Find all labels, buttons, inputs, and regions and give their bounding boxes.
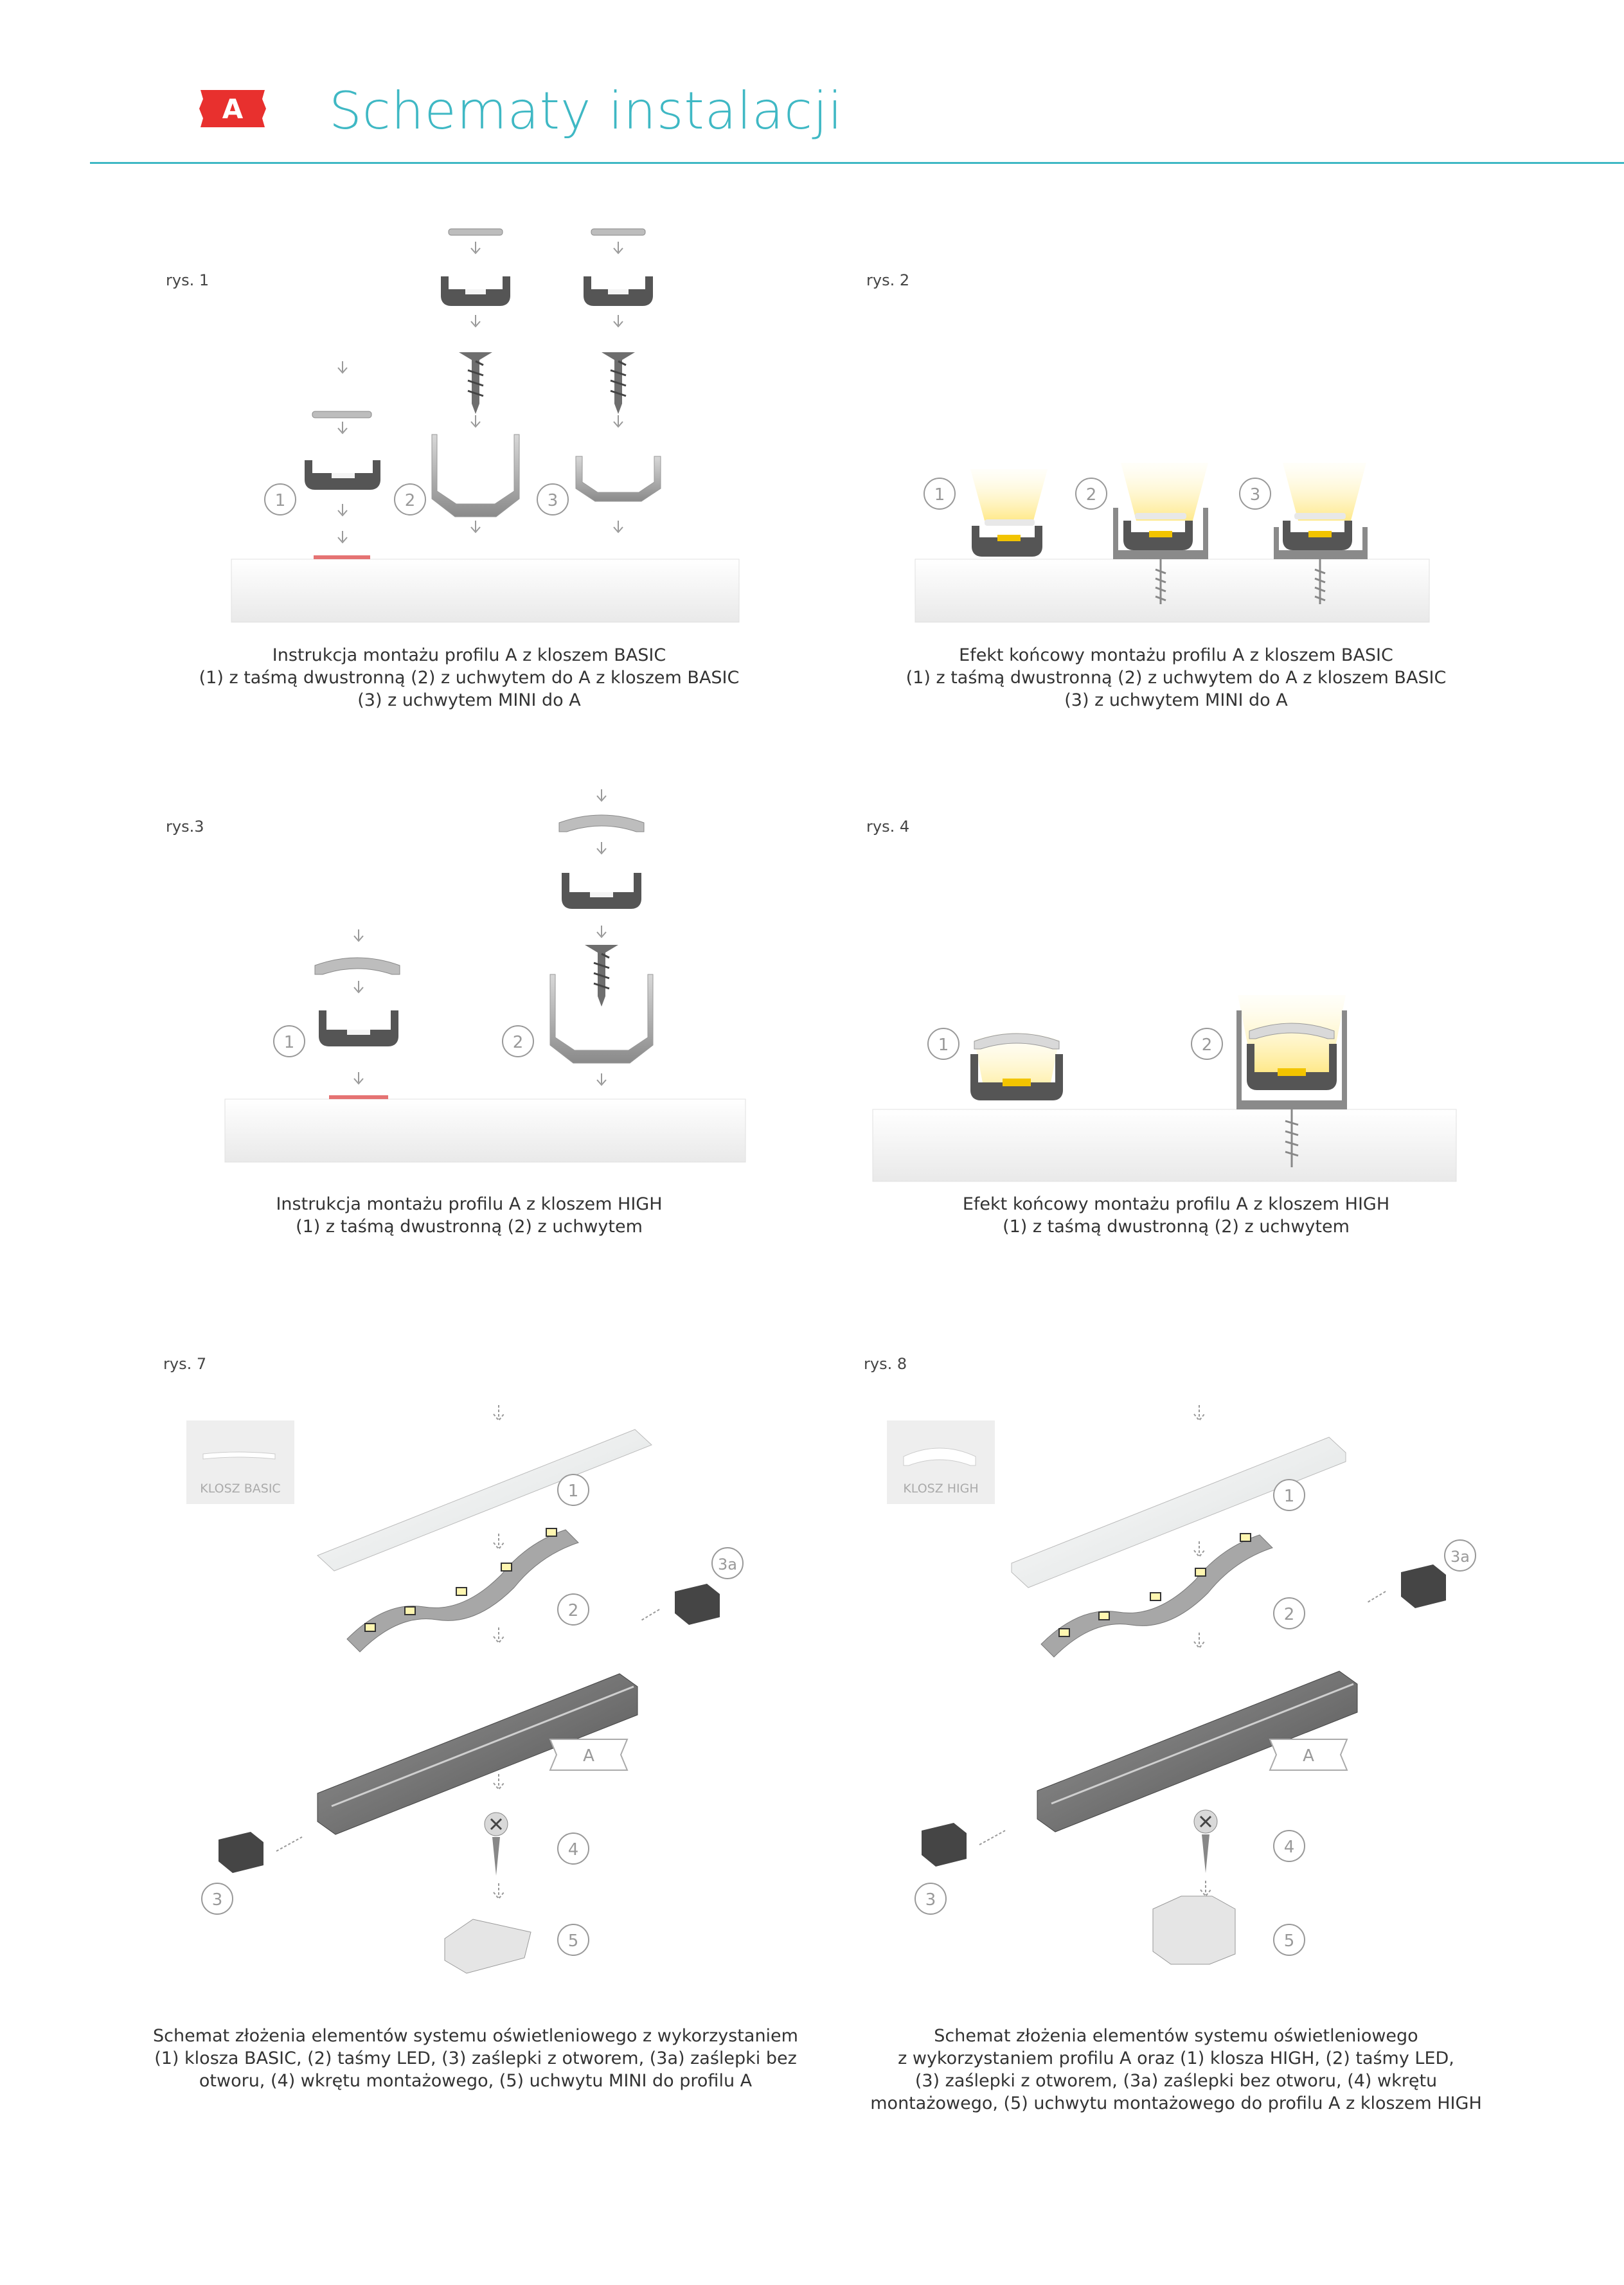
callout-1-text: 1 [1284, 1487, 1295, 1506]
cover-klosz [1011, 1437, 1346, 1588]
callout-2 [394, 483, 426, 515]
callout-1 [264, 483, 296, 515]
callout-2 [1075, 478, 1107, 510]
mounting-surface [915, 559, 1430, 623]
caption-rys1: Instrukcja montażu profilu A z kloszem B… [199, 645, 740, 710]
figure-label-rys1: rys. 1 [166, 271, 210, 289]
mounting-clip [444, 1919, 531, 1974]
callout-5-text: 5 [1284, 1931, 1295, 1951]
callout-3 [537, 483, 569, 515]
callout-2-text: 2 [513, 1033, 524, 1052]
cover-klosz [317, 1429, 652, 1572]
klosz-type-label: KLOSZ BASIC [200, 1482, 280, 1496]
figure-label-rys8: rys. 8 [864, 1355, 907, 1373]
callout-2-text: 2 [1284, 1605, 1295, 1624]
profile-1-installed [970, 469, 1048, 557]
caption-rys3: Instrukcja montażu profilu A z kloszem H… [276, 1194, 663, 1237]
callout-2-text: 2 [568, 1601, 579, 1620]
caption-rys8: Schemat złożenia elementów systemu oświe… [870, 2026, 1482, 2113]
callout-3 [1239, 478, 1271, 510]
mounting-surface [224, 1098, 746, 1163]
callout-3-text: 3 [925, 1890, 936, 1910]
callout-1 [273, 1025, 305, 1057]
callout-1 [927, 1028, 959, 1060]
klosz-type-label: KLOSZ HIGH [903, 1482, 978, 1496]
mounting-clip [1152, 1895, 1236, 1965]
assembly-3 [575, 228, 661, 533]
callout-2 [1191, 1028, 1223, 1060]
callout-2-text: 2 [405, 491, 416, 510]
callout-3-text: 3 [1250, 485, 1261, 505]
callout-2-text: 2 [1086, 485, 1097, 505]
end-cap-3a [675, 1584, 720, 1625]
section-badge-letter: A [222, 93, 244, 125]
profile-2-installed [1113, 463, 1208, 604]
led-strip [1040, 1534, 1273, 1658]
aluminium-profile [317, 1673, 638, 1835]
callout-1-text: 1 [938, 1035, 949, 1055]
profile-1-installed [970, 1032, 1063, 1100]
callout-1 [924, 478, 956, 510]
klosz-type-box [186, 1420, 294, 1504]
figure-label-rys4: rys. 4 [866, 818, 910, 836]
callout-5-text: 5 [568, 1931, 579, 1951]
aluminium-profile [1037, 1671, 1358, 1832]
page-title: Schematy instalacji [329, 81, 843, 141]
figure-label-rys2: rys. 2 [866, 271, 910, 289]
assembly-2 [549, 789, 654, 1086]
profile-2-installed [1236, 995, 1347, 1167]
double-sided-tape [329, 1095, 388, 1099]
callout-2-text: 2 [1202, 1035, 1213, 1055]
double-sided-tape [314, 555, 370, 559]
callout-3a-text: 3a [718, 1555, 737, 1573]
figure-label-rys7: rys. 7 [163, 1355, 207, 1373]
figure-label-rys3: rys.3 [166, 818, 204, 836]
mounting-surface [872, 1109, 1457, 1182]
profile-label-text: A [583, 1746, 594, 1766]
callout-1-text: 1 [275, 491, 286, 510]
figure-rys7-diagram: KLOSZ BASIC 1 2 3a A 4 3 5 [186, 1405, 744, 1974]
callout-3-text: 3 [548, 491, 558, 510]
callout-4-text: 4 [568, 1840, 579, 1859]
callout-1-text: 1 [934, 485, 945, 505]
assembly-1 [314, 929, 400, 1085]
caption-rys2: Efekt końcowy montażu profilu A z klosze… [906, 645, 1447, 710]
figure-rys4-diagram: 1 2 [872, 995, 1457, 1182]
end-cap-3a [1401, 1564, 1446, 1608]
callout-3a-text: 3a [1450, 1548, 1470, 1566]
caption-rys7: Schemat złożenia elementów systemu oświe… [153, 2026, 798, 2091]
assembly-1 [305, 361, 380, 544]
figure-rys8-diagram: KLOSZ HIGH 1 2 3a A 4 3 5 [887, 1405, 1476, 1965]
callout-3-text: 3 [212, 1890, 223, 1910]
title-divider [90, 162, 1624, 164]
callout-2 [502, 1025, 534, 1057]
led-strip [346, 1529, 579, 1653]
end-cap-3 [922, 1823, 967, 1867]
callout-1-text: 1 [284, 1033, 295, 1052]
callout-1-text: 1 [568, 1482, 579, 1501]
figure-rys2-diagram: 1 2 3 [915, 463, 1430, 623]
end-cap-3 [219, 1832, 263, 1873]
profile-label-text: A [1303, 1746, 1314, 1766]
profile-3-installed [1274, 463, 1368, 604]
assembly-2 [431, 228, 520, 533]
callout-4-text: 4 [1284, 1838, 1295, 1857]
caption-rys4: Efekt końcowy montażu profilu A z klosze… [962, 1194, 1390, 1237]
section-badge: A [199, 90, 266, 127]
figure-rys3-diagram: 1 2 [224, 789, 746, 1163]
mounting-surface [231, 559, 740, 623]
figure-rys1-diagram: 1 2 3 [231, 228, 740, 623]
